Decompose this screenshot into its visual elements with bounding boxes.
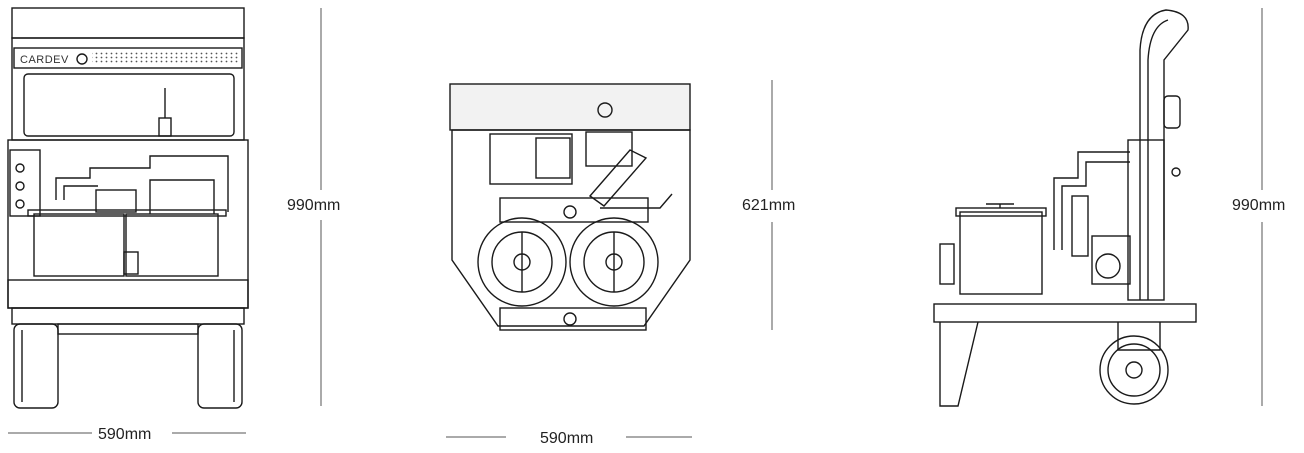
- front-pipe-secondary: [63, 185, 98, 200]
- front-wheel-left: [13, 323, 59, 409]
- front-pipe-loop: [149, 179, 215, 214]
- front-view: CARDEV: [7, 7, 249, 409]
- top-width-label: 590mm: [540, 430, 593, 447]
- front-control-box: [9, 149, 41, 217]
- side-valve: [939, 243, 955, 285]
- front-tank-left: [33, 213, 125, 277]
- side-front-leg: [939, 321, 979, 407]
- side-view: [933, 9, 1197, 407]
- front-probe-body: [158, 117, 172, 137]
- top-view: [449, 83, 691, 331]
- control-knob-3: [15, 199, 25, 209]
- side-motor-face: [1095, 253, 1121, 279]
- top-rear-bolt: [597, 102, 613, 118]
- front-base: [7, 279, 249, 309]
- side-motor: [1091, 235, 1131, 285]
- front-vent-dots: [92, 52, 238, 64]
- control-knob-2: [15, 181, 25, 191]
- side-pipe-lower: [1061, 161, 1130, 250]
- front-frame: [7, 139, 249, 309]
- front-pipe-main: [55, 155, 229, 212]
- side-wheel-hub: [1125, 361, 1143, 379]
- side-base: [933, 303, 1197, 323]
- control-knob-1: [15, 163, 25, 173]
- top-motor-terminal: [535, 137, 571, 179]
- brand-logo-mark: [76, 53, 88, 65]
- side-caster-bracket: [1117, 322, 1161, 351]
- front-valve: [123, 251, 139, 275]
- top-dimensions: [446, 80, 773, 438]
- side-tank: [959, 211, 1043, 295]
- top-front-bar: [499, 307, 647, 331]
- front-motor: [95, 189, 137, 213]
- top-pump: [585, 131, 633, 167]
- front-tank-lid: [27, 209, 227, 217]
- top-motor: [489, 133, 573, 185]
- front-height-label: 990mm: [287, 197, 340, 214]
- front-wheel-right: [197, 323, 243, 409]
- brand-logo-text: CARDEV: [20, 54, 69, 66]
- top-filter-left: [477, 217, 567, 307]
- top-front-fitting: [563, 312, 577, 326]
- front-width-label: 590mm: [98, 426, 151, 443]
- side-frame-upright: [1127, 139, 1165, 301]
- front-window: [23, 73, 235, 137]
- front-axle-housing: [57, 323, 199, 335]
- side-handle-inner: [1147, 19, 1169, 300]
- front-top-hood: [11, 7, 245, 39]
- side-pipe-upper: [1053, 151, 1130, 250]
- side-wheel-rim: [1107, 343, 1161, 397]
- side-knob: [1171, 167, 1181, 177]
- side-wheel: [1099, 335, 1169, 405]
- top-depth-label: 621mm: [742, 197, 795, 214]
- front-logo-strip: [13, 47, 243, 69]
- top-pipe-diagonal: [588, 149, 648, 207]
- front-dimensions: [8, 8, 322, 434]
- side-tank-lid: [955, 207, 1047, 217]
- front-base-plate: [11, 307, 245, 325]
- top-fitting: [563, 205, 577, 219]
- side-height-label: 990mm: [1232, 197, 1285, 214]
- top-outline: [451, 129, 691, 327]
- top-pipe-horizontal: [600, 193, 673, 209]
- side-handle: [1139, 9, 1189, 300]
- side-reel: [1163, 95, 1181, 129]
- side-filter-housing: [1071, 195, 1089, 257]
- top-rear-bar: [449, 83, 691, 131]
- top-filter-bar: [499, 197, 649, 223]
- top-filter-right: [569, 217, 659, 307]
- front-tank-right: [125, 213, 219, 277]
